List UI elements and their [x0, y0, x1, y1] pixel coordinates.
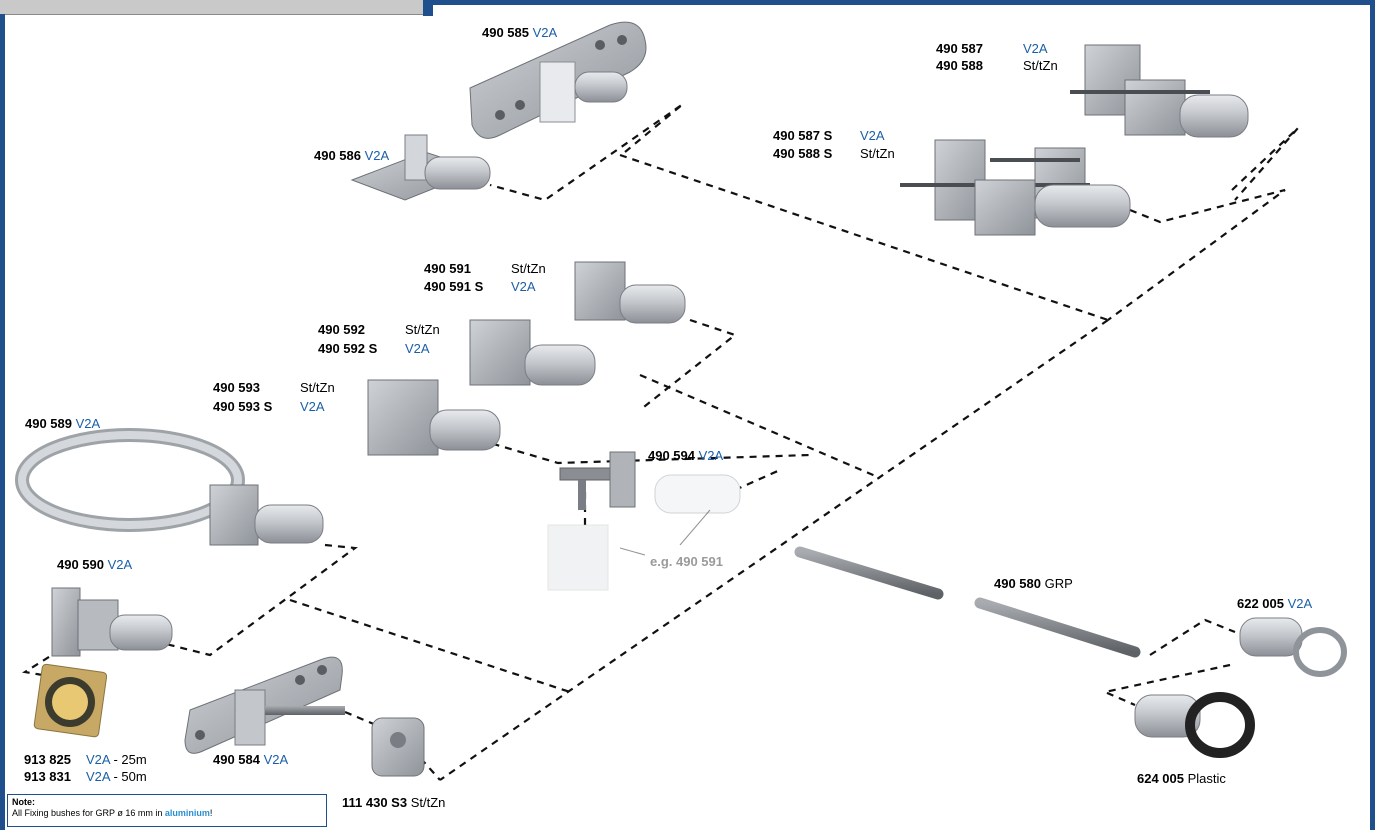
label-913-825: 913 825 [24, 752, 71, 768]
product-490-593 [368, 380, 500, 455]
connector-622 [1150, 620, 1235, 655]
product-622-005 [1240, 618, 1344, 674]
label-490-593-s: 490 593 S [213, 399, 272, 415]
product-490-590 [52, 588, 172, 656]
label-624-005: 624 005 Plastic [1137, 771, 1226, 787]
label-490-586: 490 586 V2A [314, 148, 389, 164]
connector-587s [1108, 190, 1285, 320]
product-490-584 [185, 657, 345, 753]
label-490-592: 490 592 [318, 322, 365, 338]
label-913-831: 913 831 [24, 769, 71, 785]
label-490-591-mat: St/tZn [511, 261, 546, 277]
label-490-587: 490 587 [936, 41, 983, 57]
product-490-580-rods [800, 552, 1135, 652]
connector-main-diagonal [440, 320, 1108, 780]
note-box: Note: All Fixing bushes for GRP ø 16 mm … [7, 794, 327, 827]
product-490-591 [575, 262, 685, 323]
product-624-005 [1135, 695, 1250, 753]
connector-589 [150, 545, 355, 655]
label-490-585: 490 585 V2A [482, 25, 557, 41]
connector-594 [735, 470, 780, 490]
label-490-593-s-mat: V2A [300, 399, 325, 415]
label-490-593-mat: St/tZn [300, 380, 335, 396]
label-490-591: 490 591 [424, 261, 471, 277]
connector-587 [1232, 128, 1298, 200]
label-490-589: 490 589 V2A [25, 416, 100, 432]
note-title: Note: [12, 797, 322, 808]
label-example-490-591: e.g. 490 591 [650, 554, 723, 570]
label-490-592-mat: St/tZn [405, 322, 440, 338]
label-913-825-mat: V2A - 25m [86, 752, 147, 768]
label-490-580: 490 580 GRP [994, 576, 1073, 592]
product-913-825-reel [34, 664, 107, 737]
label-490-593: 490 593 [213, 380, 260, 396]
label-490-588-s: 490 588 S [773, 146, 832, 162]
product-111-430-s3 [372, 718, 424, 776]
product-490-592 [470, 320, 595, 385]
label-490-588: 490 588 [936, 58, 983, 74]
product-example-490-591 [548, 510, 710, 590]
connector-593 [480, 440, 810, 463]
product-490-587 [1070, 45, 1248, 137]
product-490-587-s [900, 140, 1130, 235]
label-111-430-s3: 111 430 S3 St/tZn [342, 795, 445, 811]
note-text: All Fixing bushes for GRP ø 16 mm in alu… [12, 808, 322, 819]
label-490-588-s-mat: St/tZn [860, 146, 895, 162]
label-490-587-mat: V2A [1023, 41, 1048, 57]
label-490-588-mat: St/tZn [1023, 58, 1058, 74]
label-490-590: 490 590 V2A [57, 557, 132, 573]
label-490-584: 490 584 V2A [213, 752, 288, 768]
product-490-586 [352, 135, 490, 200]
label-622-005: 622 005 V2A [1237, 596, 1312, 612]
product-490-589 [22, 435, 323, 545]
label-490-587-s-mat: V2A [860, 128, 885, 144]
label-490-594: 490 594 V2A [648, 448, 723, 464]
label-490-591-s: 490 591 S [424, 279, 483, 295]
label-913-831-mat: V2A - 50m [86, 769, 147, 785]
label-490-592-s: 490 592 S [318, 341, 377, 357]
label-490-592-s-mat: V2A [405, 341, 430, 357]
label-490-591-s-mat: V2A [511, 279, 536, 295]
label-490-587-s: 490 587 S [773, 128, 832, 144]
